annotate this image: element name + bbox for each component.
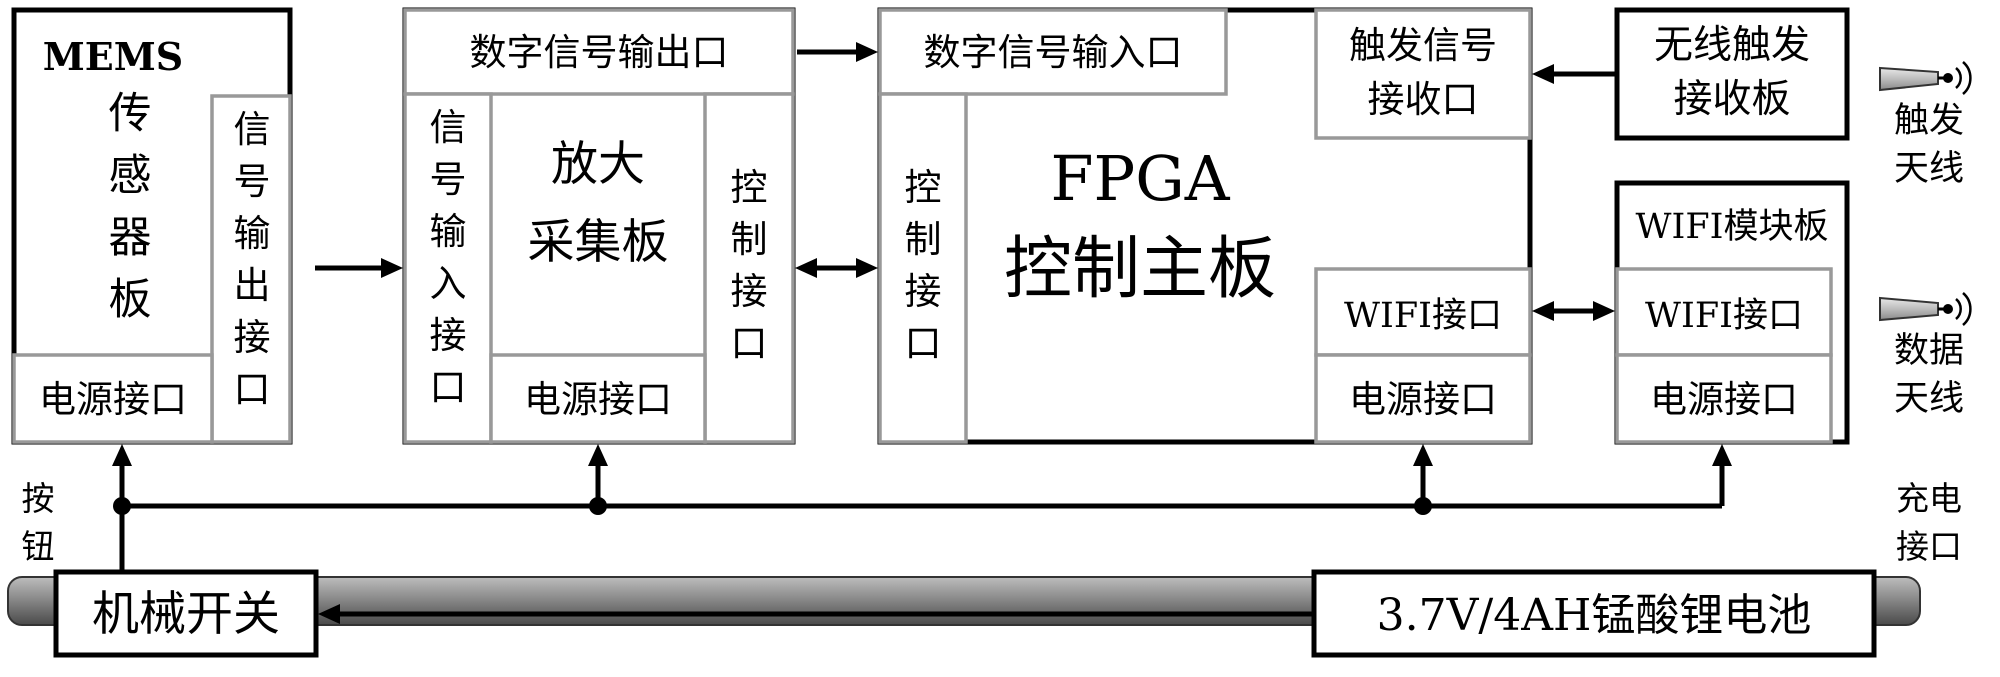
wifi-module-title: WIFI模块板 bbox=[1636, 207, 1829, 247]
amp-digital-out-port: 数字信号输出口 bbox=[470, 31, 729, 74]
mems-name-char: 板 bbox=[109, 275, 152, 325]
fpga-control-char: 接 bbox=[905, 270, 942, 313]
fpga-power-port: 电源接口 bbox=[1349, 378, 1497, 421]
wireless-board-name: 无线触发 bbox=[1654, 23, 1810, 68]
wifi-module-board: WIFI模块板 WIFI接口 电源接口 bbox=[1614, 180, 1850, 445]
wifi-module-wifi-port: WIFI接口 bbox=[1645, 296, 1803, 336]
mems-signal-out-char: 出 bbox=[234, 264, 271, 307]
trigger-antenna-icon bbox=[1879, 61, 1972, 95]
fpga-wifi-port: WIFI接口 bbox=[1344, 296, 1502, 336]
fpga-control-char: 口 bbox=[905, 322, 942, 365]
battery: 3.7V/4AH锰酸锂电池 bbox=[1311, 569, 1877, 658]
wireless-board-name: 接收板 bbox=[1673, 77, 1790, 122]
amp-signal-in-char: 入 bbox=[430, 262, 467, 305]
amp-board-name: 放大 bbox=[551, 137, 645, 192]
button-label: 钮 bbox=[22, 527, 55, 566]
mems-title: MEMS bbox=[43, 34, 184, 79]
fpga-trigger-port: 触发信号 bbox=[1349, 24, 1497, 67]
mems-name-char: 传 bbox=[109, 89, 152, 139]
fpga-control-board: 数字信号输入口 触发信号 接收口 控 制 接 口 FPGA 控制主板 WIFI接… bbox=[877, 7, 1533, 445]
amp-control-char: 接 bbox=[731, 270, 768, 313]
amp-signal-in-char: 接 bbox=[430, 314, 467, 357]
fpga-control-char: 控 bbox=[905, 166, 942, 209]
mems-signal-out-char: 号 bbox=[234, 160, 271, 203]
trigger-antenna-label: 天线 bbox=[1894, 149, 1964, 189]
fpga-control-char: 制 bbox=[905, 218, 942, 261]
amp-control-char: 口 bbox=[731, 322, 768, 365]
fpga-board-name: FPGA bbox=[1050, 142, 1230, 215]
mems-sensor-board: MEMS 传 感 器 板 信 号 输 出 接 口 电源接口 bbox=[11, 7, 293, 445]
amp-signal-in-char: 口 bbox=[430, 366, 467, 409]
data-antenna-icon bbox=[1879, 292, 1972, 326]
mechanical-switch: 机械开关 bbox=[53, 569, 319, 658]
mems-name-char: 器 bbox=[109, 213, 152, 263]
mechanical-switch-label: 机械开关 bbox=[92, 587, 280, 642]
signal-wires bbox=[315, 42, 1615, 321]
amp-signal-in-char: 输 bbox=[430, 210, 467, 253]
fpga-digital-in-port: 数字信号输入口 bbox=[924, 31, 1183, 74]
data-antenna-label: 数据 bbox=[1894, 331, 1964, 371]
charge-port-label: 充电 bbox=[1896, 479, 1962, 518]
mems-signal-out-char: 口 bbox=[234, 368, 271, 411]
amplifier-board: 数字信号输出口 信 号 输 入 接 口 放大 采集板 控 制 接 口 电源接口 bbox=[402, 7, 796, 445]
data-antenna-label: 天线 bbox=[1894, 379, 1964, 419]
trigger-antenna-label: 触发 bbox=[1894, 101, 1964, 141]
amp-signal-in-char: 信 bbox=[430, 106, 467, 149]
fpga-board-name: 控制主板 bbox=[1004, 230, 1276, 309]
mems-signal-out-char: 信 bbox=[234, 108, 271, 151]
mems-power-port: 电源接口 bbox=[39, 378, 187, 421]
fpga-trigger-port: 接收口 bbox=[1368, 78, 1479, 121]
wireless-trigger-board: 无线触发 接收板 bbox=[1614, 7, 1850, 141]
wifi-module-power-port: 电源接口 bbox=[1650, 378, 1798, 421]
amp-power-port: 电源接口 bbox=[524, 378, 672, 421]
mems-name-char: 感 bbox=[109, 151, 152, 201]
mems-signal-out-char: 输 bbox=[234, 212, 271, 255]
amp-signal-in-char: 号 bbox=[430, 158, 467, 201]
power-wires bbox=[112, 444, 1732, 624]
amp-control-char: 制 bbox=[731, 218, 768, 261]
amp-control-char: 控 bbox=[731, 166, 768, 209]
charge-port-label: 接口 bbox=[1896, 527, 1962, 566]
battery-label: 3.7V/4AH锰酸锂电池 bbox=[1377, 590, 1812, 641]
mems-signal-out-char: 接 bbox=[234, 316, 271, 359]
amp-board-name: 采集板 bbox=[528, 215, 669, 270]
button-label: 按 bbox=[22, 479, 55, 518]
